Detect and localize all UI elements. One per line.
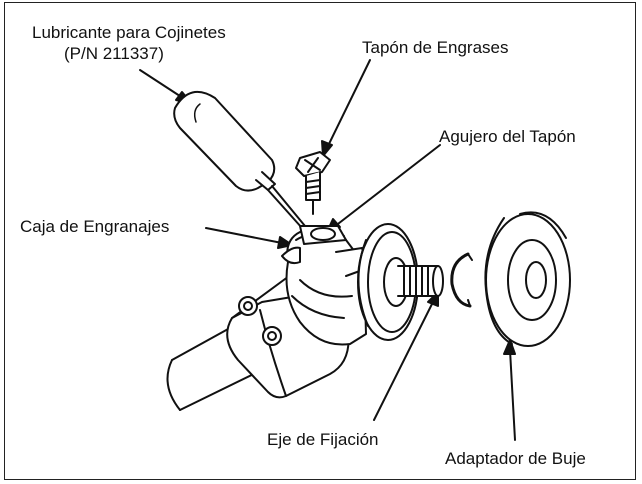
leader-hole bbox=[326, 144, 441, 233]
flange-disc bbox=[357, 223, 419, 341]
gear-case bbox=[281, 225, 369, 346]
label-grease-plug: Tapón de Engrases bbox=[362, 38, 509, 57]
label-lubricant: Lubricante para Cojinetes bbox=[32, 23, 226, 42]
lubricant-bottle bbox=[173, 90, 306, 229]
leader-plug bbox=[321, 59, 371, 157]
grease-plug bbox=[295, 151, 331, 215]
retaining-ring bbox=[450, 252, 473, 308]
label-part-number: (P/N 211337) bbox=[64, 44, 164, 63]
hub-adapter bbox=[484, 211, 571, 347]
label-gear-case: Caja de Engranajes bbox=[20, 217, 170, 236]
leader-adapter bbox=[503, 339, 516, 441]
label-mounting-shaft: Eje de Fijación bbox=[267, 430, 379, 449]
mounting-shaft bbox=[397, 265, 444, 297]
label-hub-adapter: Adaptador de Buje bbox=[445, 449, 586, 468]
label-plug-hole: Agujero del Tapón bbox=[439, 127, 576, 146]
leader-gearcase bbox=[205, 227, 293, 249]
